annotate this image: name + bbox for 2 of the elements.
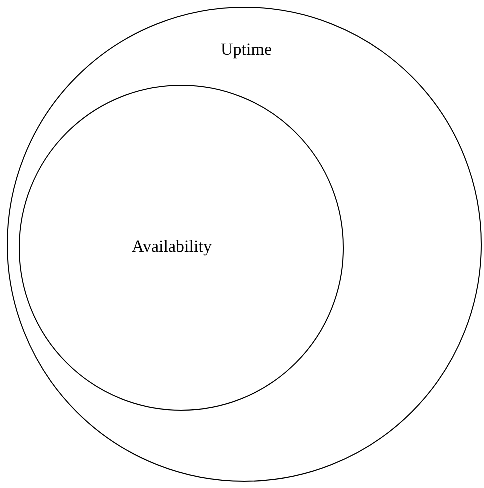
circle-label: Availability	[132, 238, 212, 255]
circle-label: Uptime	[221, 41, 272, 58]
